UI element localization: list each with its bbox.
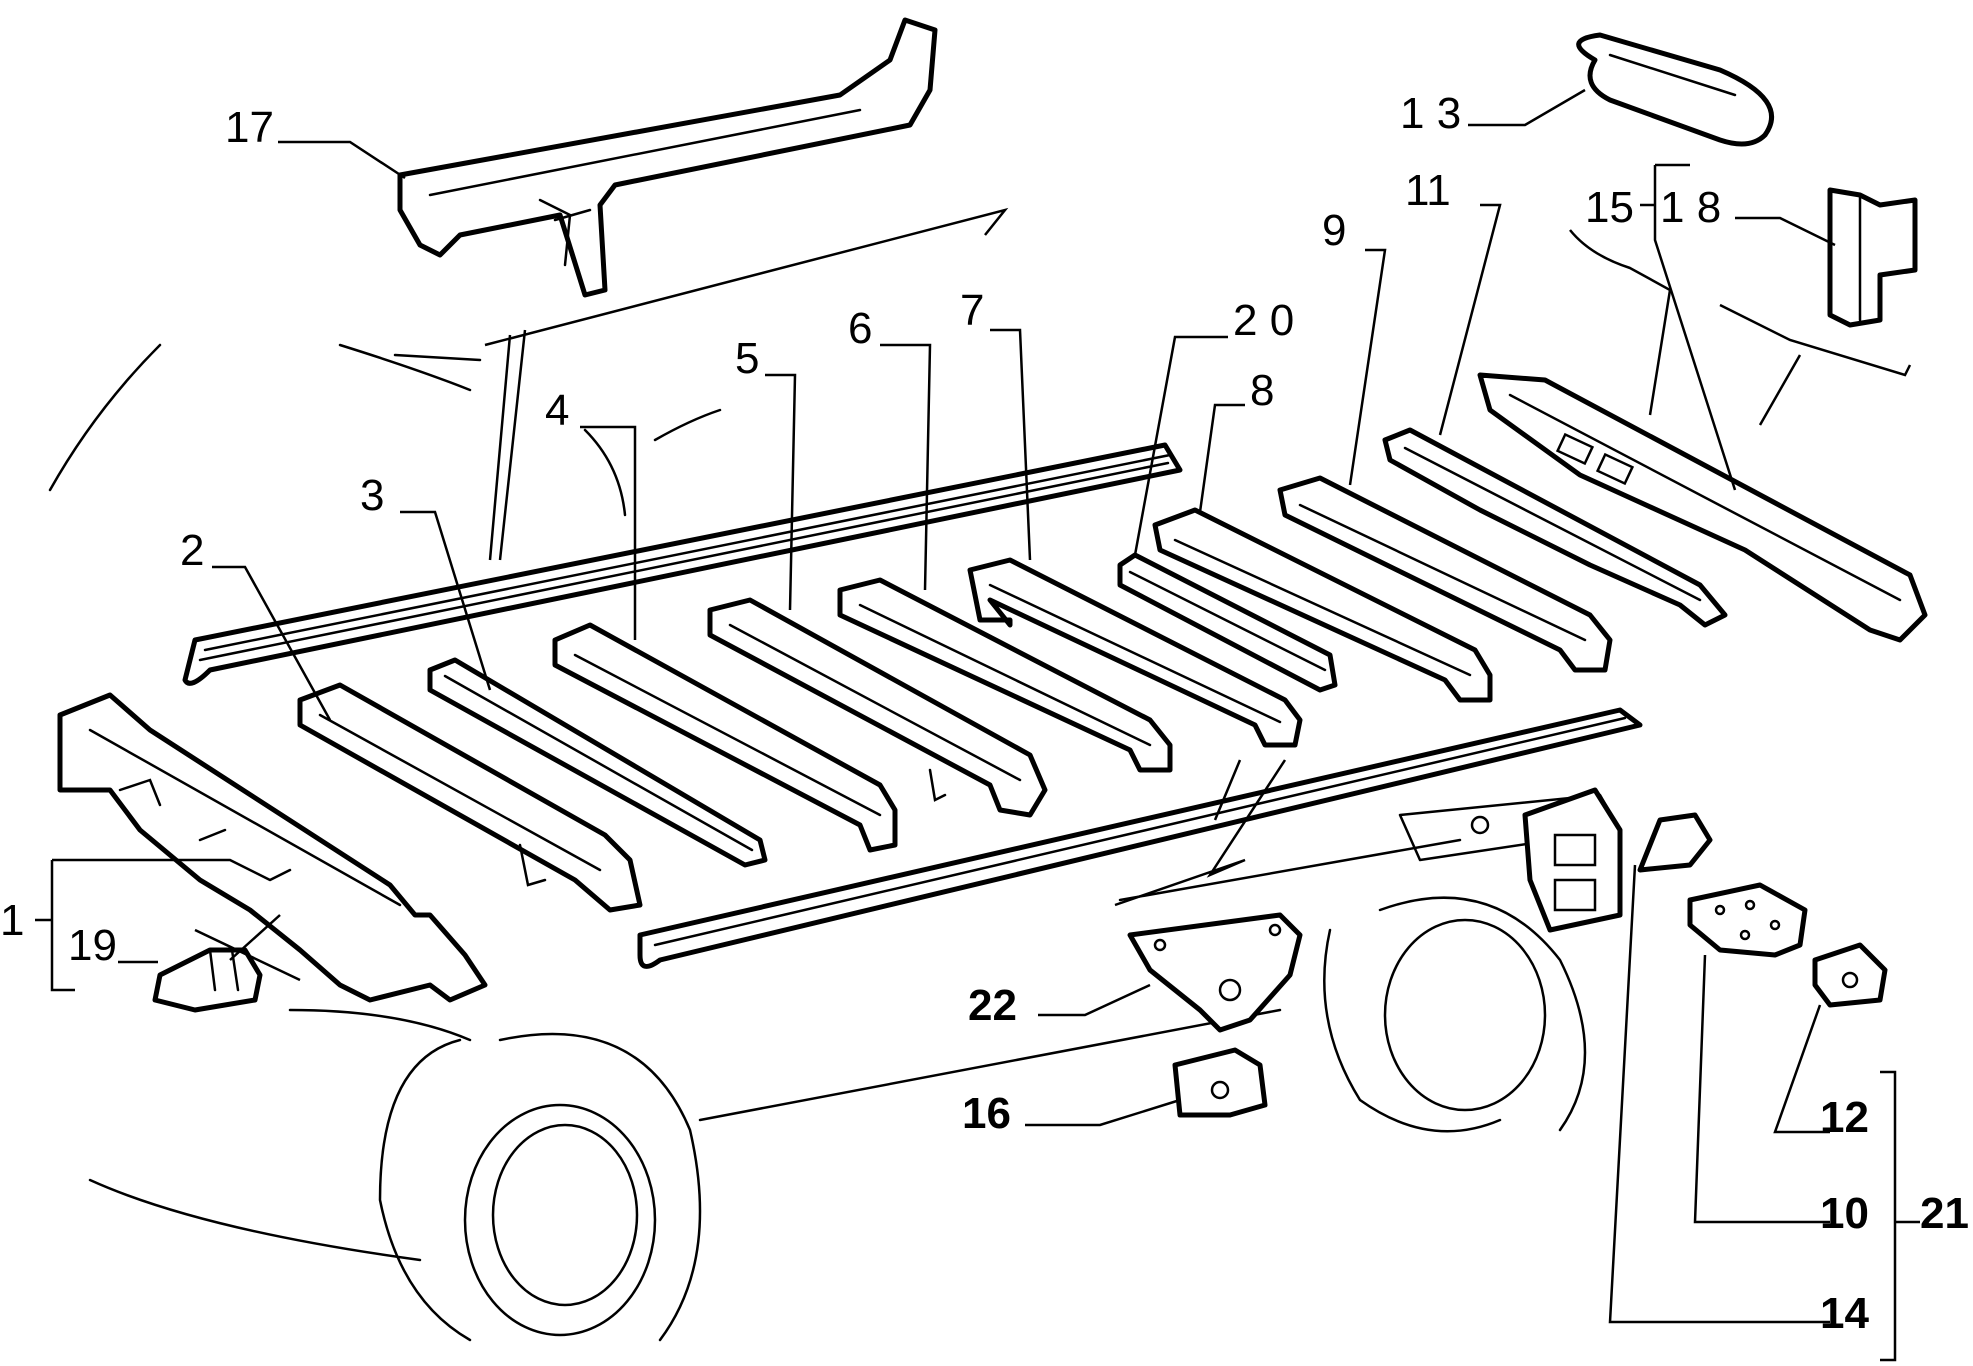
callout-18: 1 8 [1660, 183, 1721, 232]
callout-9: 9 [1322, 206, 1346, 255]
part-17-upper-beam [397, 17, 938, 298]
rear-subframe [1398, 787, 1623, 933]
part-2-cross-member [297, 682, 643, 913]
part-12-mount-pad [1812, 942, 1888, 1008]
callout-22: 22 [968, 981, 1017, 1030]
front-wheel [378, 1032, 702, 1342]
part-15-rear-cross-member [1477, 372, 1928, 643]
callout-15: 15 [1585, 183, 1634, 232]
part-8-cross-member [1152, 507, 1493, 703]
callout-1: 1 [0, 896, 24, 945]
callout-4: 4 [545, 386, 569, 435]
part-3-cross-member [427, 657, 768, 868]
right-side-rail [637, 707, 1643, 969]
callout-13: 1 3 [1400, 89, 1461, 138]
part-1-front-cross-member [57, 692, 488, 1003]
part-19-small-bracket [152, 947, 263, 1013]
callout-17: 17 [225, 103, 274, 152]
callout-12: 12 [1820, 1093, 1869, 1142]
part-5-cross-member [707, 597, 1048, 818]
part-13-oval-plug [1576, 32, 1775, 147]
vehicle-outline [48, 343, 1462, 1262]
part-16-mount-pad [1172, 1047, 1268, 1118]
callout-19: 19 [68, 921, 117, 970]
part-22-triangular-plate [1127, 912, 1303, 1033]
callout-5: 5 [735, 334, 759, 383]
left-side-rail [182, 442, 1183, 686]
callout-labels: 1 19 2 3 4 5 6 7 2 0 8 9 11 1 3 15 1 8 1… [0, 89, 1969, 1338]
callout-20: 2 0 [1233, 296, 1294, 345]
part-4-cross-member [552, 622, 898, 853]
callout-16: 16 [962, 1089, 1011, 1138]
callout-14: 14 [1820, 1289, 1869, 1338]
part-7-cross-member [967, 557, 1303, 748]
callout-7: 7 [960, 286, 984, 335]
part-11-cross-member [1382, 427, 1728, 628]
callout-8: 8 [1250, 366, 1274, 415]
part-9-cross-member [1277, 475, 1613, 673]
callout-6: 6 [848, 304, 872, 353]
callout-21: 21 [1920, 1189, 1969, 1238]
part-14-small-plate [1637, 812, 1713, 873]
part-6-cross-member [837, 577, 1173, 773]
rear-wheel [1323, 896, 1587, 1133]
part-18-u-bracket [1827, 187, 1918, 328]
leader-lines [35, 88, 1920, 1362]
callout-2: 2 [180, 526, 204, 575]
part-10-perforated-plate [1687, 882, 1808, 958]
callout-11: 11 [1405, 166, 1451, 215]
callout-10: 10 [1820, 1189, 1869, 1238]
callout-3: 3 [360, 471, 384, 520]
